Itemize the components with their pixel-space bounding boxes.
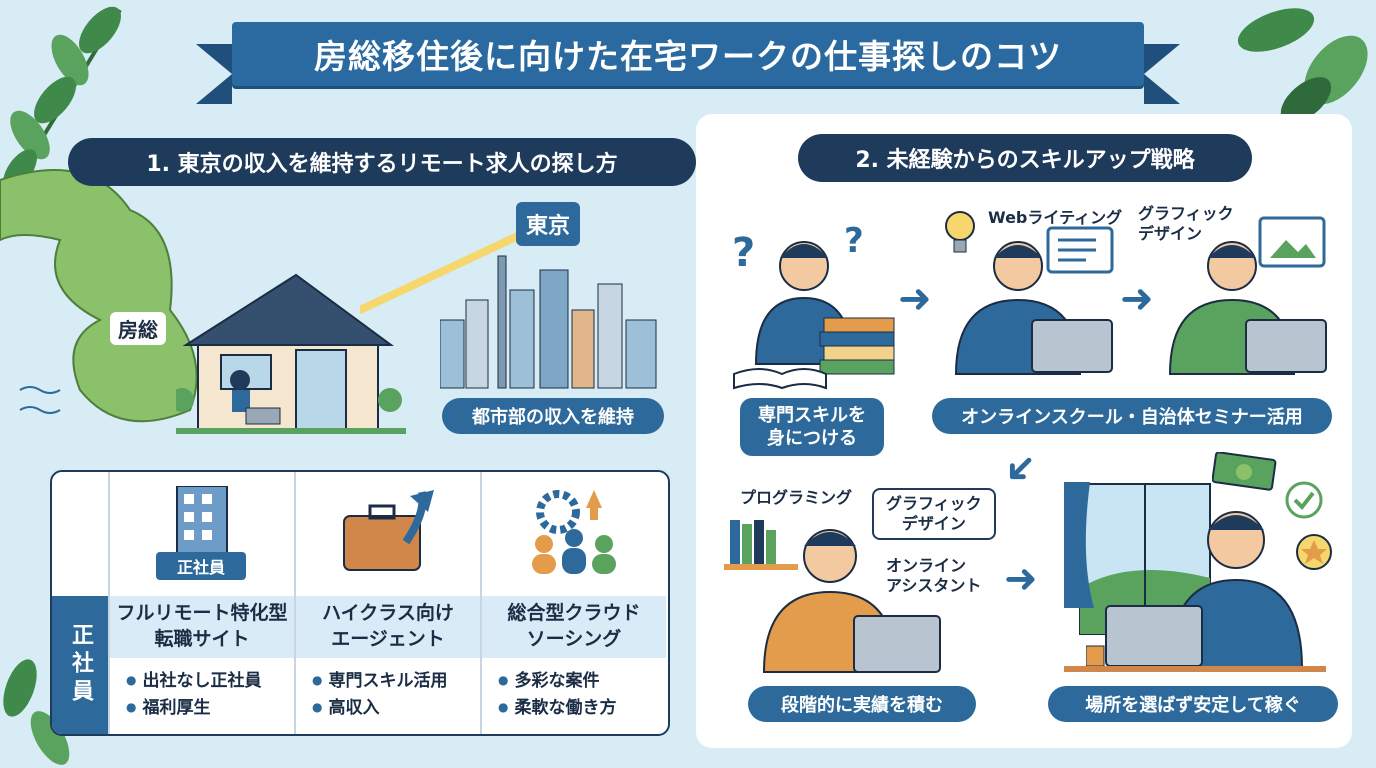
bullet-item: 多彩な案件	[498, 668, 616, 695]
house-icon	[176, 273, 406, 434]
skyline-icon	[440, 255, 657, 389]
label-graphic-design: グラフィック デザイン	[1138, 204, 1234, 243]
question-icon: ?	[844, 221, 864, 261]
coffee-icon	[1086, 645, 1105, 667]
leaf-icon	[3, 659, 70, 765]
desk	[1064, 666, 1326, 672]
arrow-right-icon: ➜	[898, 276, 932, 322]
label-programming: プログラミング	[740, 488, 853, 507]
bullet-item: 専門スキル活用	[312, 668, 447, 695]
laptop-person	[1168, 241, 1327, 375]
document-icon	[1046, 226, 1114, 274]
building-icon	[176, 486, 228, 555]
bookshelf-icon	[724, 520, 798, 570]
table-column: 総合型クラウド ソーシング 多彩な案件 柔軟な働き方	[480, 472, 666, 734]
table-column-title: ハイクラス向け エージェント	[296, 596, 480, 658]
bubble-graphic-design: グラフィック デザイン	[872, 488, 996, 540]
section2-heading: 2. 未経験からのスキルアップ戦略	[798, 134, 1252, 182]
caption-income: 都市部の収入を維持	[442, 398, 664, 434]
arrow-right-icon: ➜	[1004, 556, 1038, 602]
laptop-icon	[853, 615, 941, 673]
laptop-icon	[1105, 605, 1203, 667]
step4-caption: 場所を選ばず安定して稼ぐ	[1048, 686, 1338, 722]
image-icon	[1258, 216, 1326, 268]
employee-badge: 正社員	[156, 552, 246, 580]
banner-tail-right	[1144, 44, 1180, 104]
label-web-writing: Webライティング	[988, 208, 1123, 227]
laptop-person	[762, 529, 941, 673]
table-bullets: 専門スキル活用 高収入	[312, 668, 447, 722]
arrow-right-icon: ➜	[1120, 276, 1154, 322]
laptop-icon	[1245, 319, 1327, 373]
table-column-title: 総合型クラウド ソーシング	[482, 596, 666, 658]
table-column: 正社員 フルリモート特化型 転職サイト 出社なし正社員 福利厚生	[108, 472, 294, 734]
table-bullets: 多彩な案件 柔軟な働き方	[498, 668, 616, 722]
job-sites-table: 正社員 正社員 フルリモート特化型 転職サイト 出社なし正社員 福利厚生 ハイク…	[50, 470, 670, 736]
page-title: 房総移住後に向けた在宅ワークの仕事探しのコツ	[232, 22, 1144, 86]
connection-beam	[360, 232, 520, 314]
laptop-person	[954, 241, 1113, 375]
bullet-item: 柔軟な働き方	[498, 695, 616, 722]
question-icon: ?	[732, 230, 755, 276]
study-person: ? ?	[732, 221, 895, 390]
bullet-item: 出社なし正社員	[126, 668, 261, 695]
step3-caption: 段階的に実績を積む	[748, 686, 976, 722]
bullet-item: 高収入	[312, 695, 447, 722]
bulb-icon	[945, 211, 975, 253]
check-icon	[1285, 481, 1323, 519]
gear-people-icon	[532, 490, 616, 574]
step2-caption: オンラインスクール・自治体セミナー活用	[932, 398, 1332, 434]
laptop-icon	[1031, 319, 1113, 373]
bullet-item: 福利厚生	[126, 695, 261, 722]
banner-tail-left	[196, 44, 232, 104]
table-column-title: フルリモート特化型 転職サイト	[110, 596, 294, 658]
section1-heading: 1. 東京の収入を維持するリモート求人の探し方	[68, 138, 696, 186]
table-side-label: 正社員	[52, 596, 108, 734]
leaf-icon	[3, 6, 122, 192]
money-icon	[1212, 452, 1277, 491]
map-label-boso: 房総	[110, 312, 166, 345]
briefcase-icon	[343, 490, 434, 571]
book-icon	[733, 368, 827, 390]
leaf-icon	[1237, 8, 1368, 123]
step1-caption: 専門スキルを 身につける	[740, 398, 884, 456]
label-online-assistant: オンライン アシスタント	[886, 556, 982, 595]
table-column: ハイクラス向け エージェント 専門スキル活用 高収入	[294, 472, 480, 734]
star-icon	[1296, 534, 1332, 570]
map-boso	[0, 169, 198, 423]
tokyo-label: 東京	[516, 202, 581, 246]
table-bullets: 出社なし正社員 福利厚生	[126, 668, 261, 722]
laptop-person	[1086, 511, 1304, 669]
